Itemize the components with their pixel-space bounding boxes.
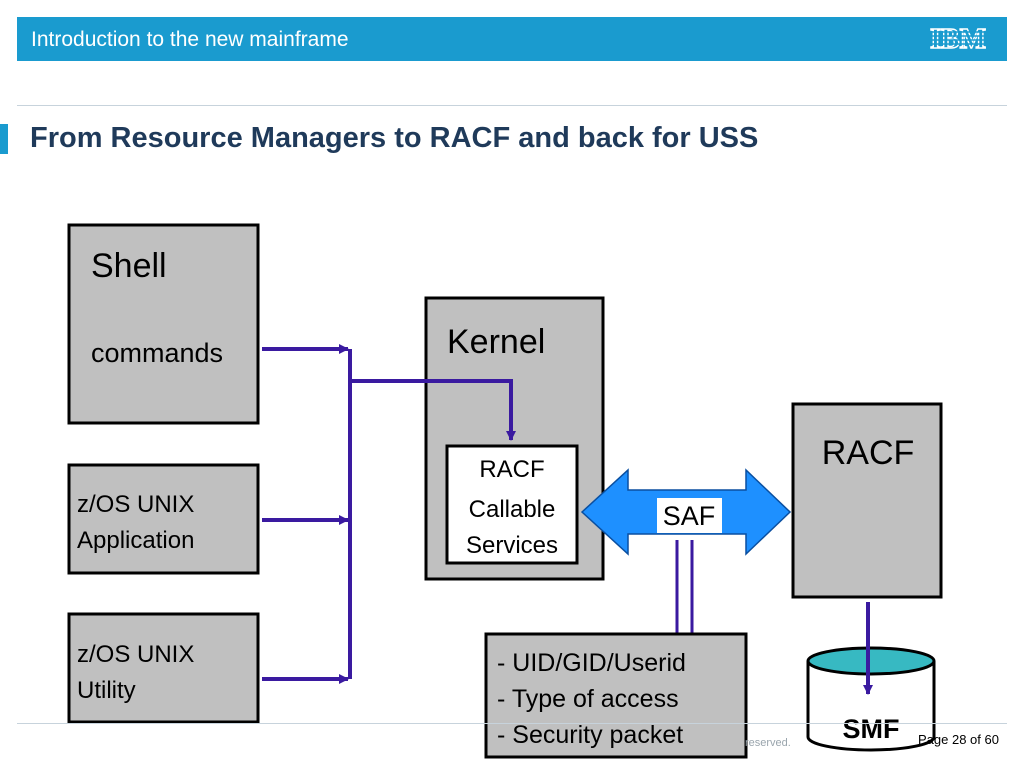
page-number: Page 28 of 60 [918,732,999,747]
ibm-logo-icon: IBM [925,23,991,53]
bottom-divider [17,723,1007,724]
racf-callable-line2: Callable [469,496,556,523]
header-bar: Introduction to the new mainframe IBM [17,17,1007,61]
saf-arrow: SAF [580,468,792,556]
racf-title: RACF [822,434,915,472]
input-arrows [262,344,352,684]
racf-callable-services-box: RACF Callable Services [445,444,579,565]
unix-application-line2: Application [77,527,194,554]
unix-application-box: z/OS UNIX Application [67,463,260,575]
saf-label: SAF [663,501,716,531]
info-line-2: - Type of access [497,685,679,713]
top-divider [17,105,1007,106]
header-title: Introduction to the new mainframe [31,28,349,51]
racf-callable-line1: RACF [479,456,544,483]
smf-label: SMF [843,714,900,744]
saf-info-connector [675,540,694,634]
copyright-text: reserved. [745,737,791,749]
title-marker [0,124,8,154]
slide-title: From Resource Managers to RACF and back … [30,122,759,154]
shell-box: Shell commands [67,223,260,425]
unix-utility-line1: z/OS UNIX [77,641,194,668]
racf-box: RACF [791,402,943,599]
shell-subtitle: commands [91,338,223,368]
info-box: - UID/GID/Userid - Type of access - Secu… [484,632,748,759]
info-line-1: - UID/GID/Userid [497,649,686,677]
racf-callable-line3: Services [466,532,558,559]
smf-cylinder: SMF [806,646,936,752]
unix-application-line1: z/OS UNIX [77,491,194,518]
kernel-title: Kernel [447,323,545,361]
svg-text:IBM: IBM [930,24,986,53]
info-line-3: - Security packet [497,721,683,749]
unix-utility-line2: Utility [77,677,136,704]
shell-title: Shell [91,247,167,285]
kernel-arrow [350,379,516,441]
unix-utility-box: z/OS UNIX Utility [67,612,260,724]
